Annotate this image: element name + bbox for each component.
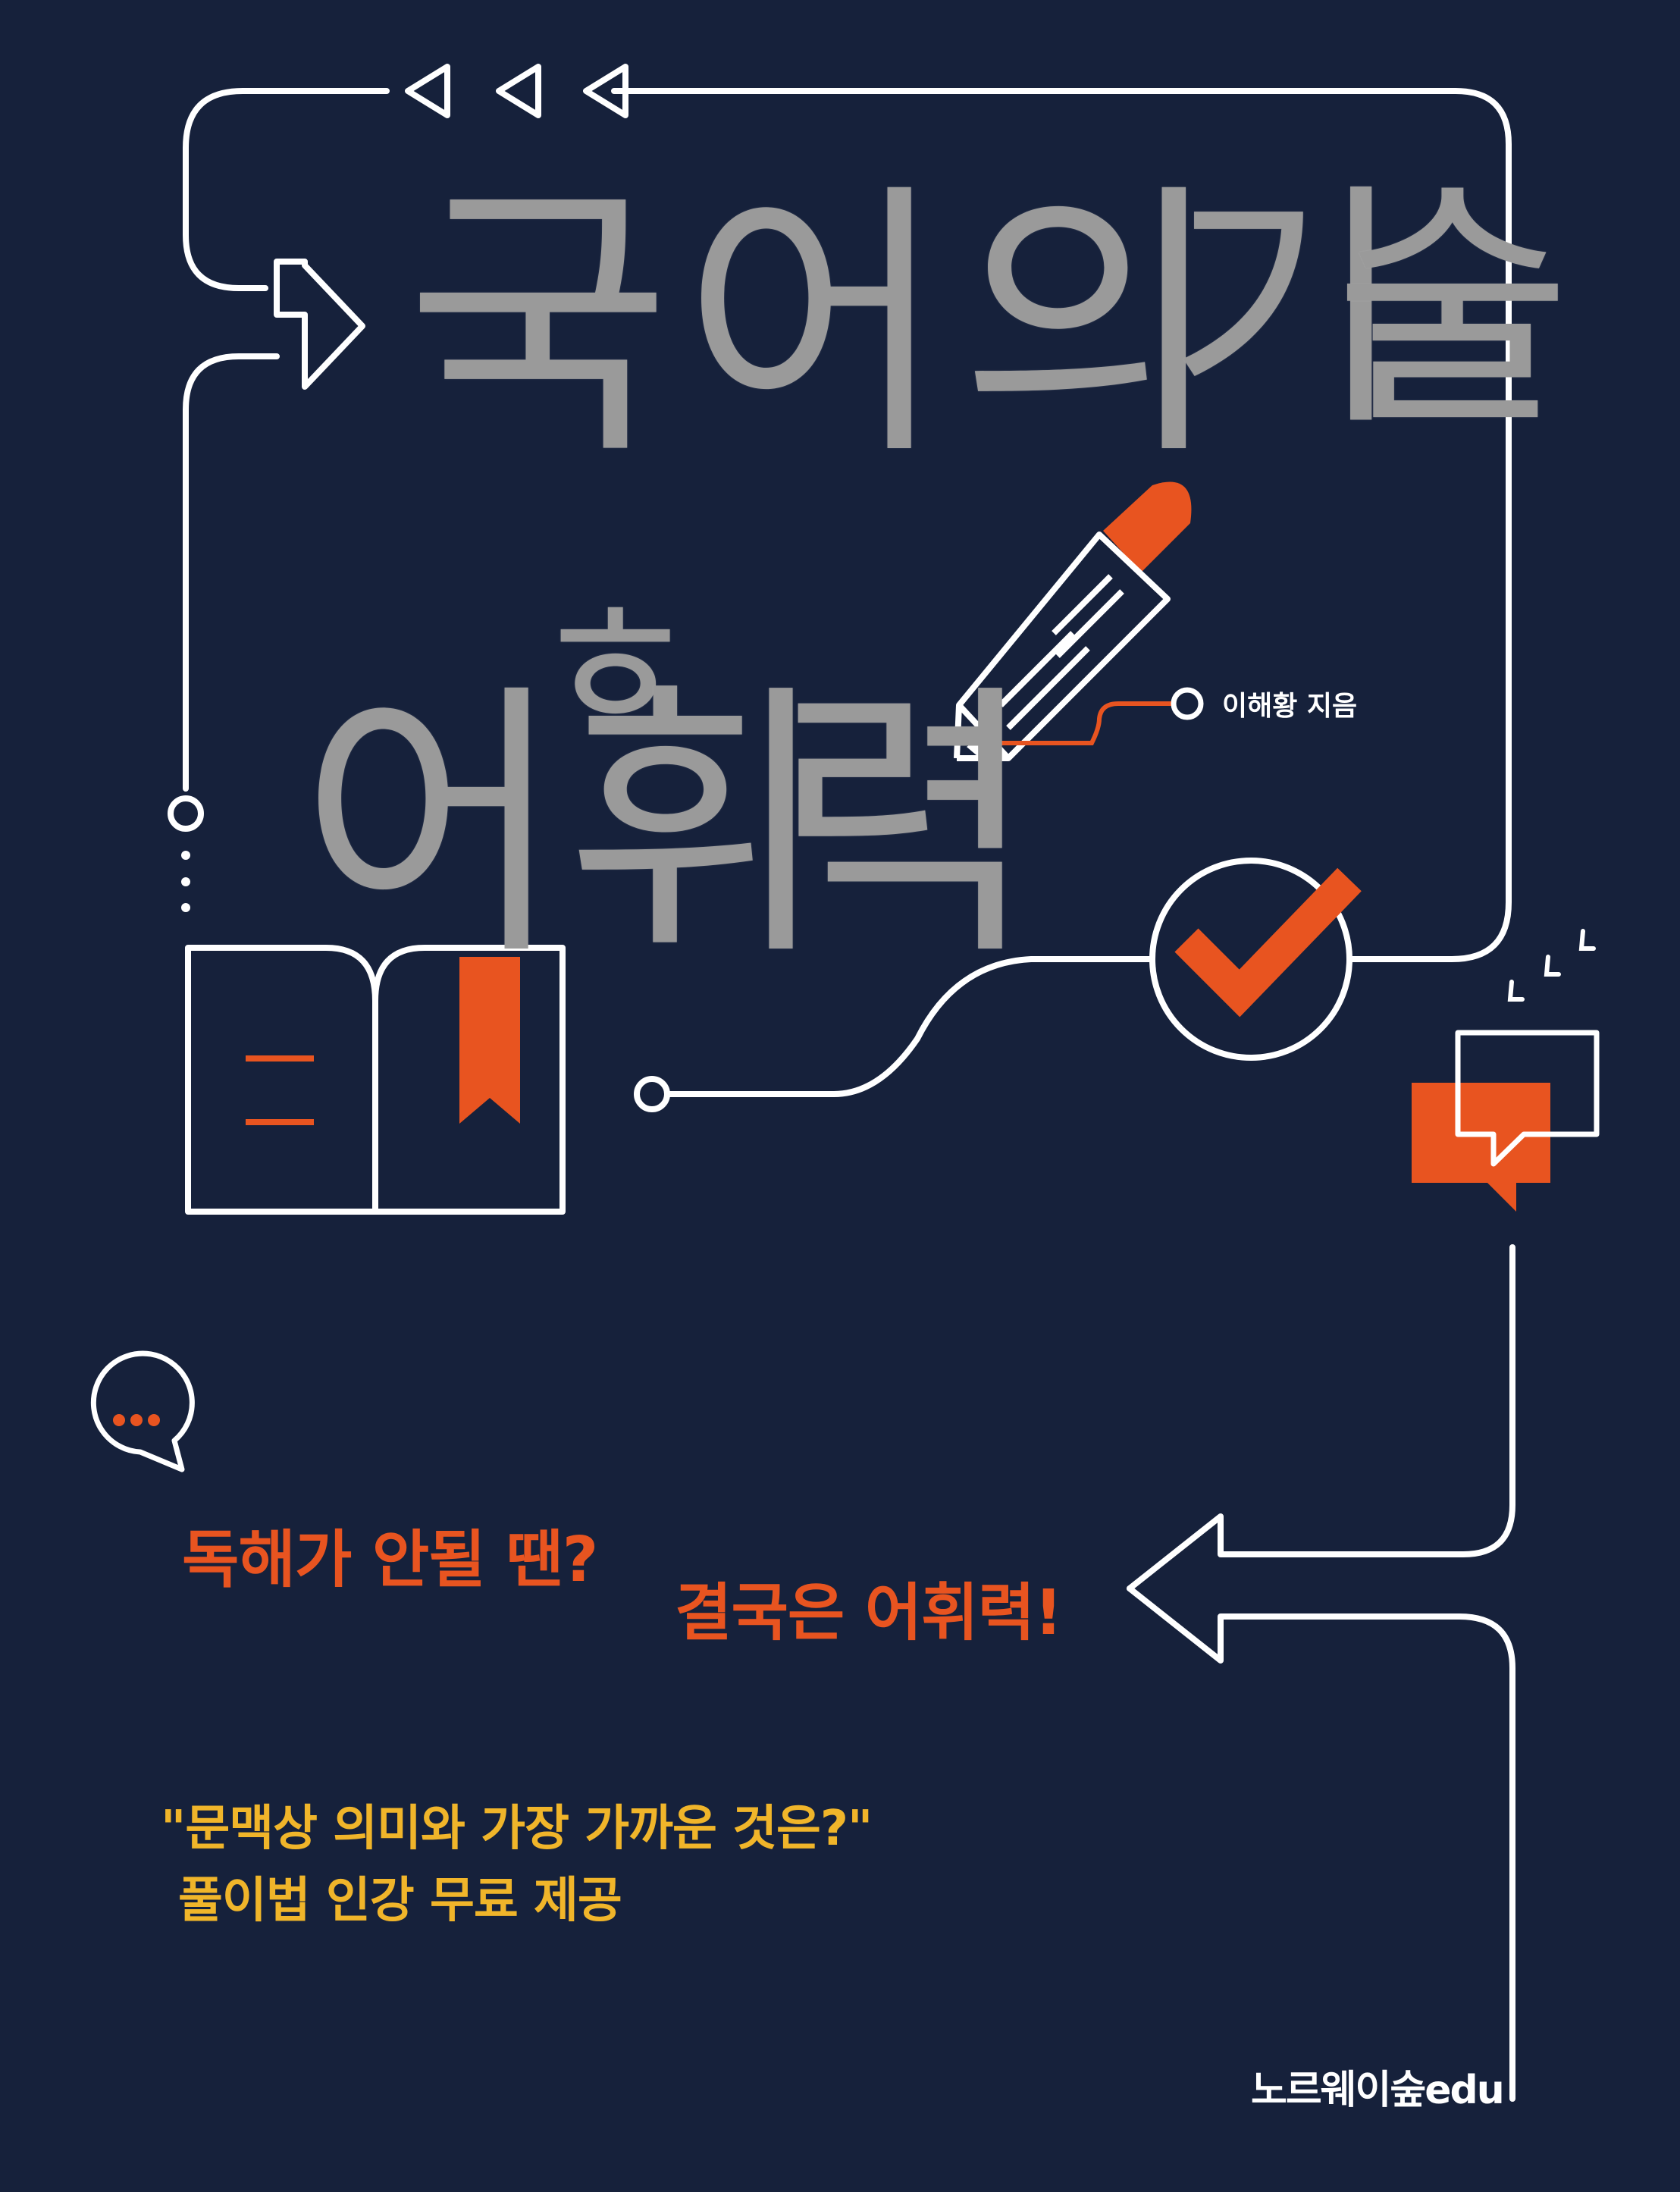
title-char-5: 술 bbox=[1334, 161, 1572, 461]
connector-dot bbox=[634, 1076, 670, 1112]
checkmark-circle-icon bbox=[1149, 858, 1362, 1061]
title-char-3: 의 bbox=[959, 158, 1224, 494]
chat-dots-icon bbox=[90, 1350, 195, 1472]
title-char-2: 어 bbox=[682, 158, 948, 494]
connector-line bbox=[664, 956, 1155, 1097]
promo-quote: "문맥상 의미와 가장 가까운 것은?" bbox=[161, 1801, 873, 1857]
author-squiggle bbox=[964, 701, 1174, 745]
title-char-1: 국 bbox=[406, 158, 671, 494]
promo-lecture: 풀이법 인강 무료 제공 bbox=[178, 1873, 622, 1929]
title-char-7: 휘 bbox=[565, 658, 830, 994]
publisher-logo: 노르웨이숲edu bbox=[1251, 2068, 1505, 2113]
pencil-icon bbox=[954, 481, 1192, 761]
play-arrow-icon bbox=[168, 259, 365, 912]
rewind-arrows-icon bbox=[405, 64, 628, 118]
left-arrow-icon bbox=[1127, 1585, 1515, 2102]
tagline-answer: 결국은 어휘력! bbox=[675, 1577, 1063, 1649]
title-joiner: ㅎ bbox=[531, 561, 698, 773]
right-line-upper bbox=[1127, 1244, 1515, 1591]
author-name: 이해황 지음 bbox=[1222, 691, 1358, 722]
tagline-question: 독해가 안될 땐? bbox=[182, 1524, 598, 1596]
title-char-8: 력 bbox=[773, 658, 1039, 994]
title-char-6: 어 bbox=[299, 658, 565, 994]
frame-line-top bbox=[611, 88, 1512, 962]
author-dot bbox=[1171, 687, 1204, 720]
frame-line-top-left bbox=[183, 88, 390, 291]
bookmark-icon bbox=[459, 957, 520, 1124]
title-char-4: 기 bbox=[1168, 161, 1405, 461]
speech-bubbles-icon bbox=[1412, 929, 1600, 1212]
